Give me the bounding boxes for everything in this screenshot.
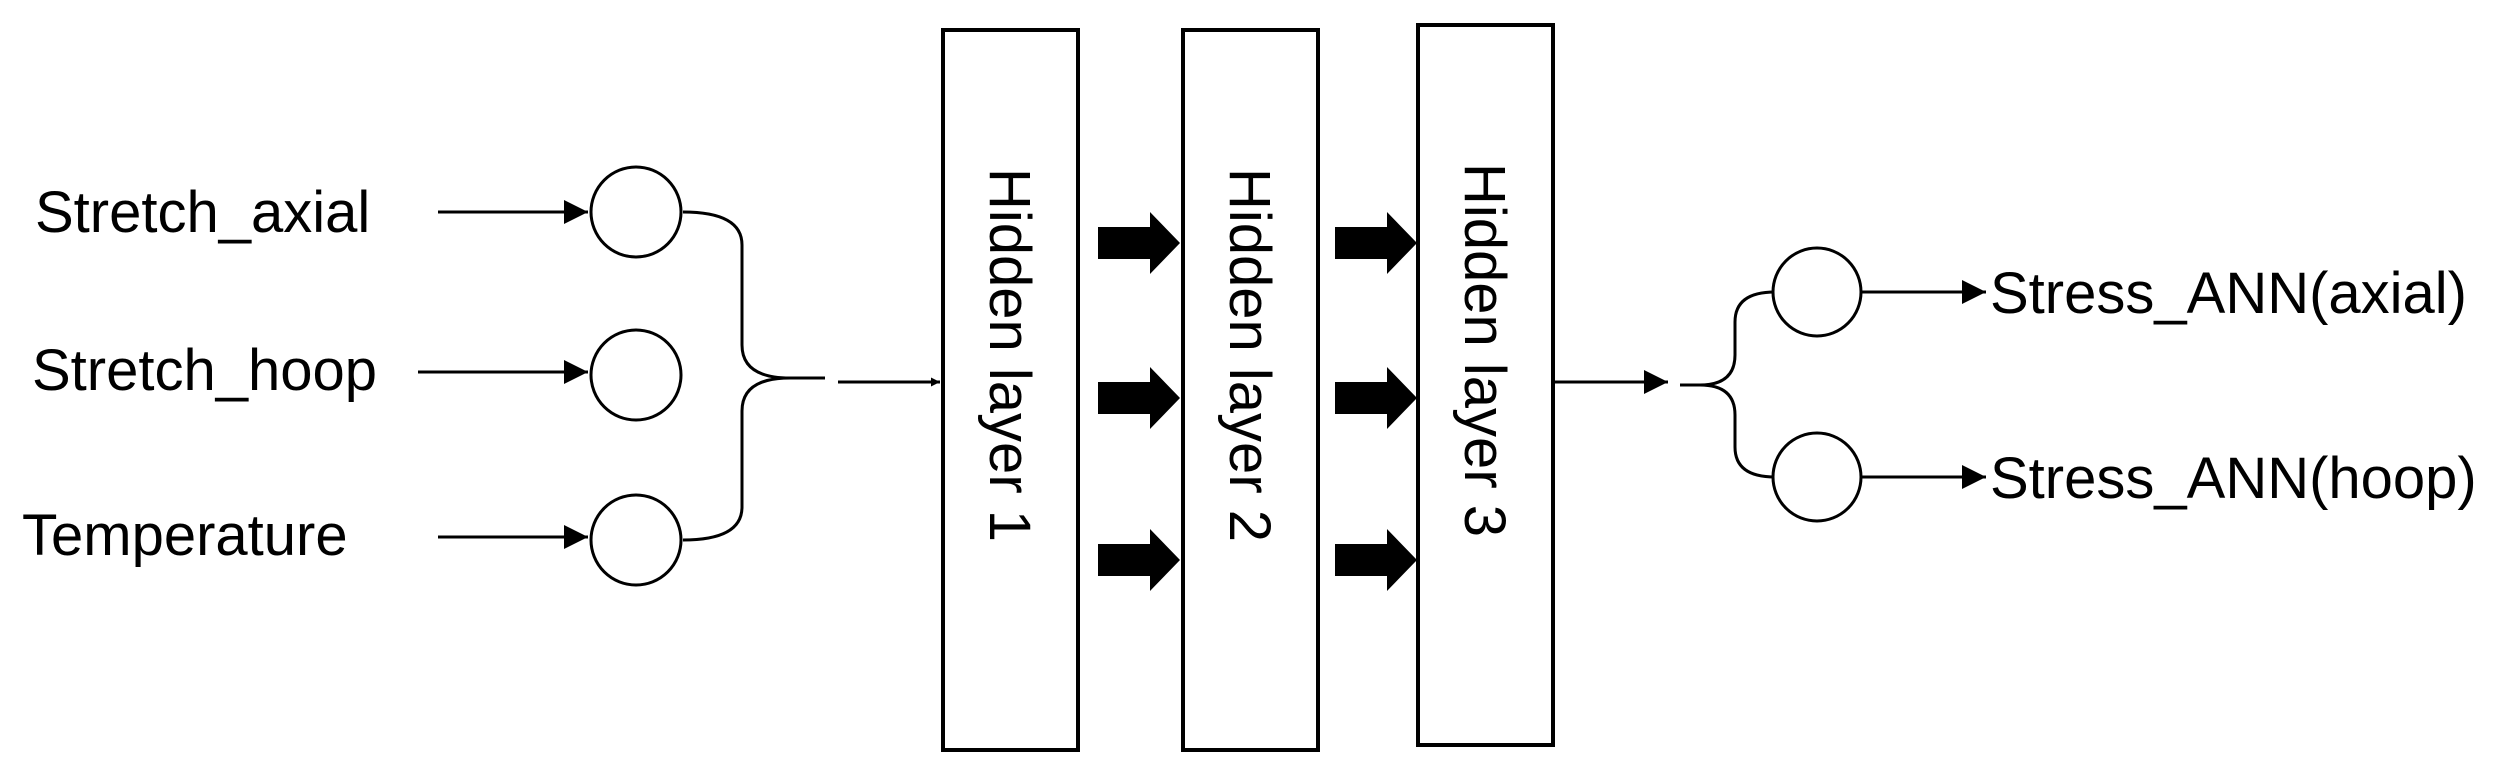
input-node-3 — [589, 493, 683, 587]
output-node-1 — [1771, 246, 1863, 338]
hidden-layer-2-box — [1181, 28, 1320, 752]
hidden-layer-2-label: Hidden layer 2 — [1217, 168, 1282, 542]
block-arrow-2-3-top — [1335, 212, 1417, 274]
output-label-stress-hoop: Stress_ANN(hoop) — [1990, 446, 2477, 511]
block-arrow-1-2-top — [1098, 212, 1180, 274]
output-brace-bottom — [1699, 383, 1776, 479]
input-brace-bottom — [682, 376, 791, 542]
hidden-layer-1-label: Hidden layer 1 — [977, 168, 1042, 542]
input-label-stretch-axial: Stretch_axial — [35, 180, 370, 245]
input-node-1 — [589, 165, 683, 259]
hidden-layer-3-box — [1416, 23, 1555, 747]
block-arrow-2-3-middle — [1335, 367, 1417, 429]
input-label-stretch-hoop: Stretch_hoop — [32, 338, 377, 403]
output-node-2 — [1771, 431, 1863, 523]
block-arrow-1-2-bottom — [1098, 529, 1180, 591]
block-arrow-1-2-middle — [1098, 367, 1180, 429]
block-arrow-2-3-bottom — [1335, 529, 1417, 591]
input-brace-top — [682, 210, 825, 380]
hidden-layer-3-label: Hidden layer 3 — [1452, 163, 1517, 537]
input-label-temperature: Temperature — [22, 503, 348, 568]
hidden-layer-1-box — [941, 28, 1080, 752]
input-node-2 — [589, 328, 683, 422]
output-label-stress-axial: Stress_ANN(axial) — [1990, 261, 2467, 326]
output-brace-top — [1680, 290, 1776, 387]
